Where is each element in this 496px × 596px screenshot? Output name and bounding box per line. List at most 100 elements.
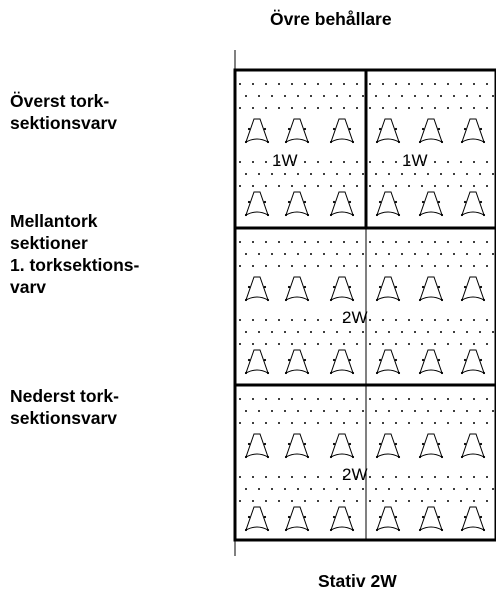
grid-dot <box>453 331 455 333</box>
cone-dot <box>332 200 336 204</box>
cone-dot <box>418 213 422 217</box>
cone-dot <box>378 442 382 446</box>
cone-rack-icon <box>245 433 269 459</box>
cone-rack-icon <box>330 506 354 532</box>
cone-dot <box>284 528 288 532</box>
cone-dot <box>303 285 307 289</box>
grid-dot <box>343 241 345 243</box>
grid-dot <box>421 161 423 163</box>
cone-rack-icon <box>330 433 354 459</box>
grid-dot <box>486 476 488 478</box>
grid-dot <box>291 83 293 85</box>
cone-dot <box>421 200 425 204</box>
grid-dot <box>486 422 488 424</box>
grid-dot <box>473 398 475 400</box>
grid-dot <box>284 331 286 333</box>
cone-dot <box>375 298 379 302</box>
grid-dot <box>395 422 397 424</box>
grid-dot <box>382 241 384 243</box>
cone-dot <box>263 127 267 131</box>
grid-dot <box>427 331 429 333</box>
grid-dot <box>447 265 449 267</box>
cone-dot <box>440 528 444 532</box>
grid-dot <box>382 185 384 187</box>
grid-dot <box>408 161 410 163</box>
grid-dot <box>486 185 488 187</box>
grid-dot <box>479 488 481 490</box>
grid-dot <box>356 319 358 321</box>
cone-dot <box>460 298 464 302</box>
grid-dot <box>343 398 345 400</box>
grid-dot <box>252 185 254 187</box>
cone-dot <box>375 528 379 532</box>
grid-dot <box>304 83 306 85</box>
cone-dot <box>375 371 379 375</box>
grid-dot <box>440 410 442 412</box>
grid-dot <box>453 488 455 490</box>
grid-dot <box>408 476 410 478</box>
grid-dot <box>317 241 319 243</box>
grid-dot <box>310 331 312 333</box>
grid-dot <box>297 488 299 490</box>
grid-dot <box>317 107 319 109</box>
cone-dot <box>247 127 251 131</box>
grid-dot <box>408 185 410 187</box>
grid-dot <box>265 185 267 187</box>
cone-dot <box>284 213 288 217</box>
cone-dot <box>397 371 401 375</box>
grid-dot <box>388 253 390 255</box>
cone-dot <box>306 140 310 144</box>
cone-rack-icon <box>330 118 354 144</box>
cone-dot <box>263 442 267 446</box>
grid-dot <box>460 319 462 321</box>
grid-dot <box>369 185 371 187</box>
grid-dot <box>408 241 410 243</box>
grid-dot <box>330 265 332 267</box>
cone-rack-icon <box>461 349 485 375</box>
grid-dot <box>382 398 384 400</box>
grid-dot <box>395 265 397 267</box>
grid-dot <box>369 241 371 243</box>
grid-dot <box>408 83 410 85</box>
grid-dot <box>265 422 267 424</box>
grid-dot <box>310 173 312 175</box>
grid-dot <box>284 95 286 97</box>
grid-dot <box>466 331 468 333</box>
cone-dot <box>375 213 379 217</box>
grid-dot <box>427 410 429 412</box>
grid-dot <box>304 319 306 321</box>
grid-dot <box>479 331 481 333</box>
grid-dot <box>466 410 468 412</box>
cone-rack-icon <box>461 433 485 459</box>
grid-dot <box>460 500 462 502</box>
grid-dot <box>401 253 403 255</box>
grid-dot <box>252 241 254 243</box>
grid-dot <box>239 83 241 85</box>
grid-dot <box>486 241 488 243</box>
grid-dot <box>356 422 358 424</box>
grid-dot <box>304 476 306 478</box>
cone-rack-icon <box>461 191 485 217</box>
grid-dot <box>252 422 254 424</box>
grid-dot <box>408 398 410 400</box>
grid-dot <box>349 410 351 412</box>
grid-dot <box>486 265 488 267</box>
grid-dot <box>388 331 390 333</box>
grid-dot <box>258 253 260 255</box>
grid-dot <box>466 253 468 255</box>
grid-dot <box>421 265 423 267</box>
grid-dot <box>466 173 468 175</box>
grid-dot <box>239 500 241 502</box>
grid-dot <box>434 83 436 85</box>
grid-dot <box>375 173 377 175</box>
grid-dot <box>252 107 254 109</box>
grid-dot <box>375 331 377 333</box>
grid-dot <box>453 410 455 412</box>
grid-dot <box>271 173 273 175</box>
cone-rack-icon <box>376 276 400 302</box>
grid-dot <box>460 241 462 243</box>
grid-dot <box>239 398 241 400</box>
cone-dot <box>482 371 486 375</box>
grid-dot <box>473 319 475 321</box>
grid-dot <box>434 343 436 345</box>
